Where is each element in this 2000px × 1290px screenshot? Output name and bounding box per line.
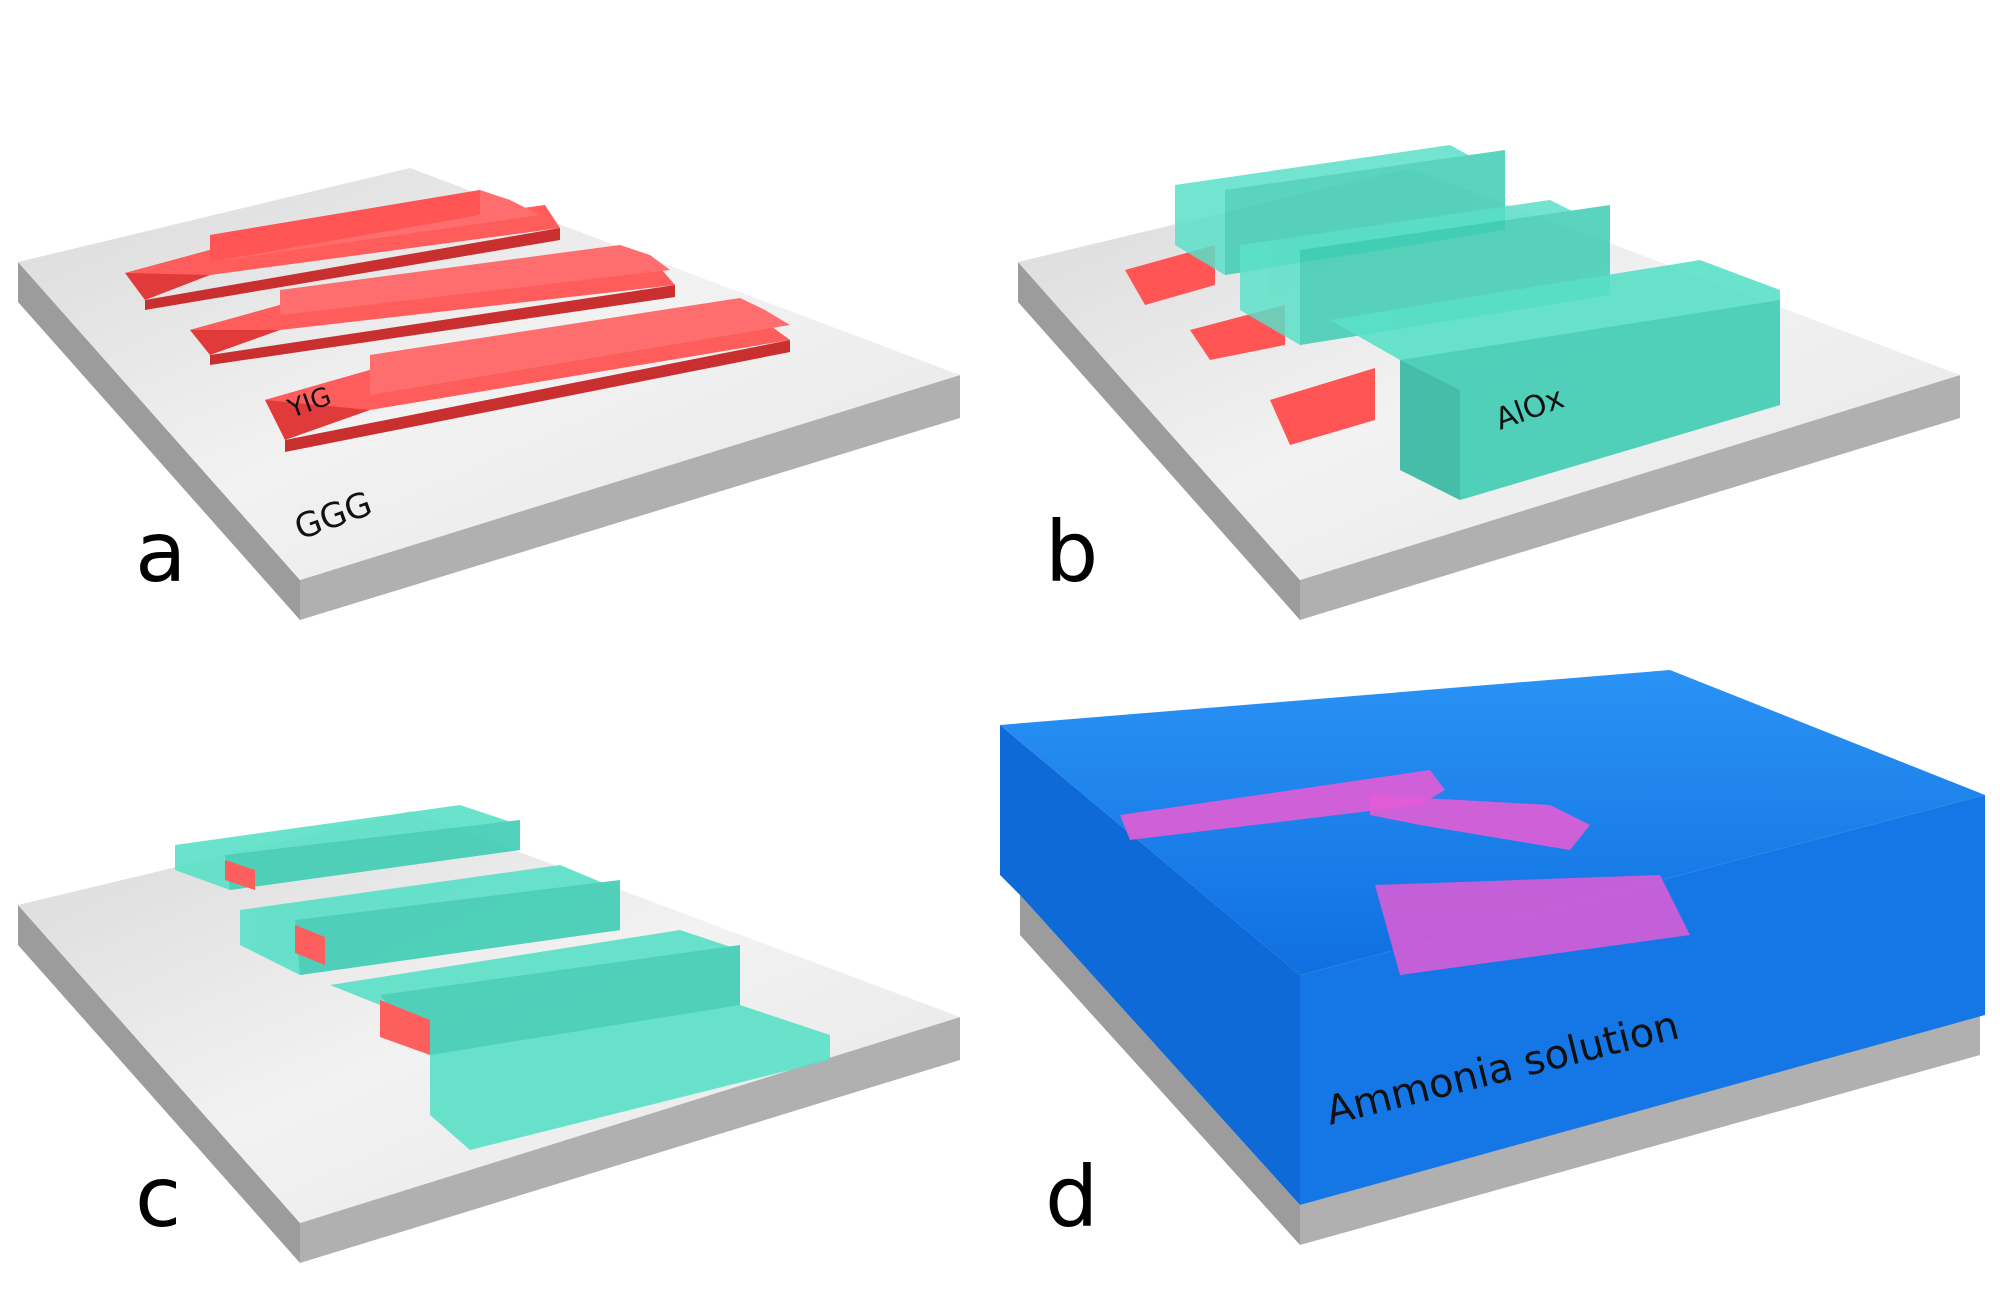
ammonia-solution-side-front [1300,795,1985,1205]
panel-b: AlOx b [1000,0,2000,645]
yig-stripe [1270,368,1375,445]
panel-label-d: d [1045,1148,1099,1246]
ammonia-solution-side-left [1000,725,1300,1205]
ggg-substrate-side-front [300,375,960,620]
panel-d: Ammonia solution d [1000,645,2000,1290]
panel-label-a: a [135,503,187,601]
panel-a-drawing: YIG GGG [18,168,960,620]
ggg-substrate-side-front [1300,375,1960,620]
yig-stripe [125,190,560,310]
panel-b-drawing: AlOx [1018,145,1960,620]
panel-c: c [0,645,1000,1290]
ggg-substrate-side-left [18,905,300,1263]
ggg-substrate-side-left [18,262,300,620]
floating-yig-flake [1120,770,1445,840]
ggg-substrate-side-left [1020,895,1300,1245]
floating-yig-flake [1370,795,1590,850]
alox-block [1330,260,1780,500]
yig-stripe [190,245,675,365]
panel-a: YIG GGG a [0,0,1000,645]
alox-block [330,930,830,1150]
alox-block [175,805,520,890]
ggg-substrate-side-left [1018,262,1300,620]
yig-stripe [265,298,790,452]
alox-block [240,865,620,975]
panel-label-b: b [1045,503,1099,601]
floating-yig-flake [1375,875,1690,975]
ggg-substrate-side-front [300,1017,960,1263]
ggg-substrate-side-front [1300,1015,1980,1245]
panel-c-drawing [18,805,960,1263]
panel-d-drawing: Ammonia solution [1000,670,1985,1245]
yig-stripe [1125,245,1215,305]
panel-label-c: c [135,1148,182,1246]
